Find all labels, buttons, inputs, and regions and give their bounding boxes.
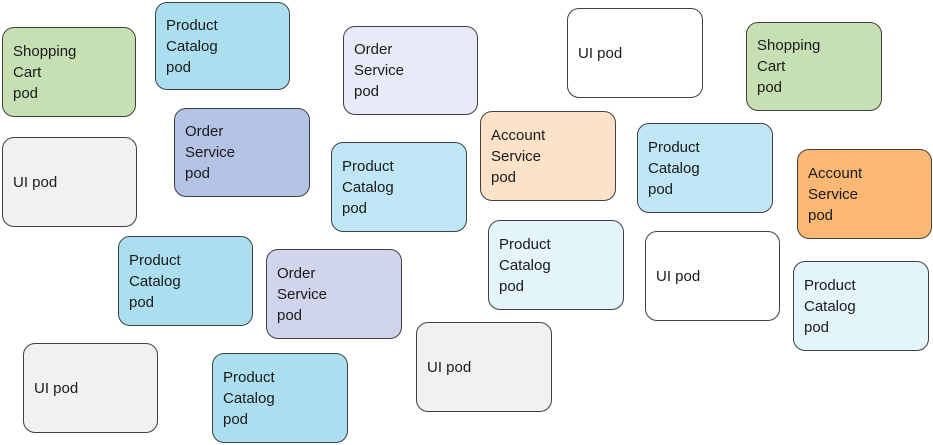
pod-box: UI pod — [23, 343, 158, 433]
pod-box: UI pod — [2, 137, 137, 227]
pod-box: Order Service pod — [266, 249, 402, 339]
pod-label: Account Service pod — [808, 164, 863, 224]
pod-box: Shopping Cart pod — [2, 27, 136, 117]
pod-box: UI pod — [416, 322, 552, 412]
pod-box: UI pod — [645, 231, 780, 321]
pod-label: Product Catalog pod — [223, 368, 275, 428]
pod-label: UI pod — [13, 173, 58, 191]
pod-box: Product Catalog pod — [331, 142, 467, 232]
pod-label: Product Catalog pod — [129, 251, 181, 311]
pod-label: Product Catalog pod — [804, 276, 856, 336]
pod-label: UI pod — [578, 44, 623, 62]
pod-box: Product Catalog pod — [637, 123, 773, 213]
pod-label: UI pod — [34, 379, 79, 397]
pod-label: Shopping Cart pod — [757, 37, 821, 96]
pod-box: Shopping Cart pod — [746, 22, 882, 111]
pod-label: Shopping Cart pod — [13, 42, 77, 102]
pod-label: Product Catalog pod — [166, 16, 218, 76]
pod-box: Product Catalog pod — [118, 236, 253, 326]
pod-label: Product Catalog pod — [499, 235, 551, 295]
pod-box: Account Service pod — [480, 111, 616, 201]
pod-label: Order Service pod — [277, 264, 328, 324]
pod-label: UI pod — [427, 358, 472, 376]
pod-label: Account Service pod — [491, 126, 546, 186]
pod-box: Order Service pod — [343, 26, 478, 115]
pod-box: Product Catalog pod — [212, 353, 348, 443]
pod-box: Product Catalog pod — [155, 2, 290, 90]
pod-label: Product Catalog pod — [342, 157, 394, 217]
pod-label: Order Service pod — [354, 41, 405, 100]
pod-box: Order Service pod — [174, 108, 310, 197]
pod-box: Product Catalog pod — [488, 220, 624, 310]
pod-box: UI pod — [567, 8, 703, 98]
pod-label: Order Service pod — [185, 123, 236, 182]
pod-label: UI pod — [656, 267, 701, 285]
pod-box: Product Catalog pod — [793, 261, 929, 351]
pod-box: Account Service pod — [797, 149, 932, 239]
pod-label: Product Catalog pod — [648, 138, 700, 198]
